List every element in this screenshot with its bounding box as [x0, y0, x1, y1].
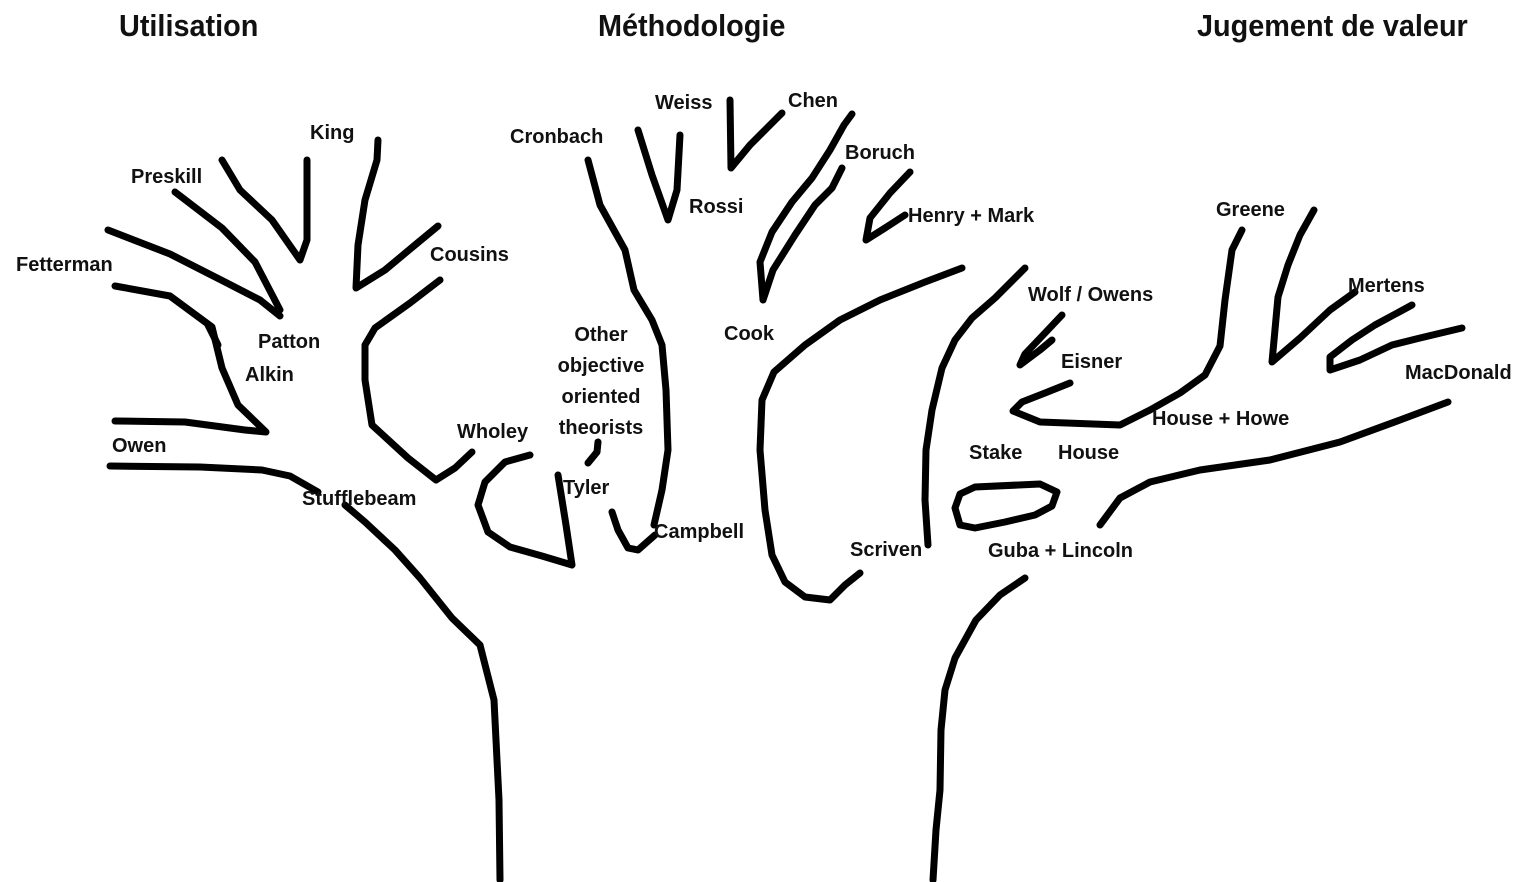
right-trunk — [933, 578, 1025, 880]
greene-mertens-branch — [1272, 210, 1355, 362]
label-other-line-4: theorists — [544, 413, 658, 444]
label-king: King — [310, 118, 354, 149]
label-stufflebeam: Stufflebeam — [302, 484, 416, 515]
patton-branch-outer — [108, 230, 280, 316]
label-preskill: Preskill — [131, 162, 202, 193]
label-house-howe: House + Howe — [1152, 404, 1289, 435]
label-cook: Cook — [724, 319, 774, 350]
label-campbell: Campbell — [654, 517, 744, 548]
label-wolf-owens: Wolf / Owens — [1028, 280, 1153, 311]
weiss-branch — [730, 100, 782, 168]
label-cronbach: Cronbach — [510, 122, 603, 153]
label-house: House — [1058, 438, 1119, 469]
rossi-branch — [638, 130, 680, 220]
owen-branch — [110, 466, 318, 492]
label-other-line-1: Other — [544, 320, 658, 351]
label-other-line-2: objective — [544, 351, 658, 382]
heading-methodologie: Méthodologie — [598, 8, 785, 44]
label-wholey: Wholey — [457, 417, 528, 448]
label-macdonald: MacDonald — [1405, 358, 1512, 389]
label-eisner: Eisner — [1061, 347, 1122, 378]
label-mertens: Mertens — [1348, 271, 1425, 302]
label-other-line-3: oriented — [544, 382, 658, 413]
label-fetterman: Fetterman — [16, 250, 113, 281]
label-owen: Owen — [112, 431, 166, 462]
label-other-objective-theorists: Other objective oriented theorists — [544, 320, 658, 444]
alkin-branch — [115, 286, 266, 432]
chen-boruch-branch — [760, 114, 852, 300]
fetterman-branch — [208, 325, 218, 345]
label-tyler: Tyler — [563, 473, 609, 504]
wholey-loop — [478, 455, 572, 565]
cousins-branch — [365, 280, 472, 480]
label-greene: Greene — [1216, 195, 1285, 226]
label-stake: Stake — [969, 438, 1022, 469]
heading-jugement-de-valeur: Jugement de valeur — [1197, 8, 1468, 44]
label-rossi: Rossi — [689, 192, 743, 223]
label-scriven: Scriven — [850, 535, 922, 566]
campbell-loop — [612, 512, 655, 550]
label-cousins: Cousins — [430, 240, 509, 271]
heading-utilisation: Utilisation — [119, 8, 258, 44]
label-henry-mark: Henry + Mark — [908, 201, 1034, 232]
label-chen: Chen — [788, 86, 838, 117]
wolf-owens-branch — [1020, 315, 1062, 365]
label-guba-lincoln: Guba + Lincoln — [988, 536, 1133, 567]
stake-loop — [955, 484, 1057, 528]
label-patton: Patton — [258, 327, 320, 358]
king-branch — [356, 140, 438, 288]
henry-mark-branch — [866, 172, 910, 240]
left-trunk — [345, 505, 500, 880]
tyler-hook — [588, 442, 598, 463]
scriven-right-branch — [925, 268, 1025, 545]
label-boruch: Boruch — [845, 138, 915, 169]
label-weiss: Weiss — [655, 88, 712, 119]
label-alkin: Alkin — [245, 360, 294, 391]
